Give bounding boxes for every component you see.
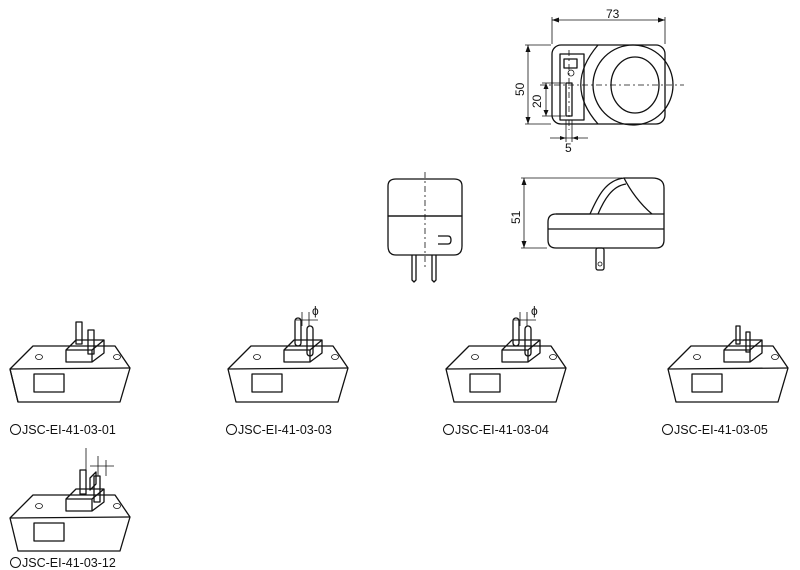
model-label: JSC-EI-41-03-12 <box>22 556 116 570</box>
dimension-pin-width: 5 <box>550 120 588 155</box>
dim-width-label: 73 <box>606 7 620 21</box>
dimension-height-front: 50 <box>513 44 551 125</box>
adapter-model-04: ϕ <box>445 304 567 403</box>
model-caption-01: JSC-EI-41-03-01 <box>10 423 116 437</box>
pin-diameter-symbol: ϕ <box>312 304 319 318</box>
model-label: JSC-EI-41-03-05 <box>674 423 768 437</box>
dim-height-side-label: 51 <box>509 210 523 224</box>
model-label: JSC-EI-41-03-03 <box>238 423 332 437</box>
dimension-height-side: 51 <box>509 177 622 249</box>
model-caption-04: JSC-EI-41-03-04 <box>443 423 549 437</box>
side-view-right <box>547 177 665 271</box>
circle-bullet-icon <box>226 424 237 435</box>
adapter-model-03: ϕ <box>227 304 349 403</box>
side-view-left <box>387 172 463 283</box>
front-view <box>540 44 684 130</box>
model-caption-05: JSC-EI-41-03-05 <box>662 423 768 437</box>
dim-height-front-label: 50 <box>513 82 527 96</box>
adapter-model-05 <box>667 325 789 403</box>
model-caption-03: JSC-EI-41-03-03 <box>226 423 332 437</box>
model-caption-12: JSC-EI-41-03-12 <box>10 556 116 570</box>
model-label: JSC-EI-41-03-04 <box>455 423 549 437</box>
circle-bullet-icon <box>662 424 673 435</box>
circle-bullet-icon <box>443 424 454 435</box>
circle-bullet-icon <box>10 424 21 435</box>
dimension-width-top: 73 <box>551 7 666 44</box>
pin-diameter-symbol: ϕ <box>531 304 538 318</box>
dim-slot-label: 20 <box>530 94 544 108</box>
circle-bullet-icon <box>10 557 21 568</box>
adapter-model-12 <box>9 448 131 552</box>
dim-pin-width-label: 5 <box>565 141 572 155</box>
model-label: JSC-EI-41-03-01 <box>22 423 116 437</box>
dimension-slot-height: 20 <box>530 82 565 117</box>
adapter-model-01 <box>9 321 131 403</box>
